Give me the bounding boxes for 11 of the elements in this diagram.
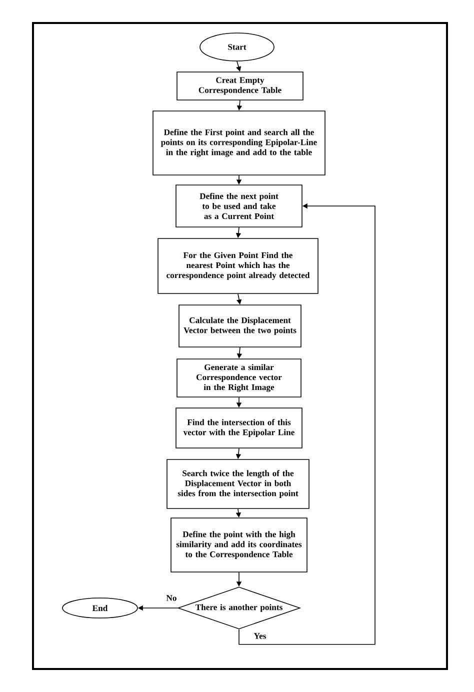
process-box: Calculate the Displacement Vector between the two points (178, 304, 302, 348)
process-box: Find the intersection of this vector with the Epipolar Line (176, 408, 302, 448)
process-box: Define the point with the high similarity and add its coordinates to the Correspondence Table (170, 518, 308, 572)
process-box: Search twice the length of the Displacement Vector in both sides from the intersection point (166, 459, 310, 509)
process-box: Creat Empty Correspondence Table (176, 72, 304, 100)
edge-label: Yes (252, 632, 268, 640)
process-box: For the Given Point Find the nearest Point which has the correspondence point already detected (158, 238, 318, 294)
process-box: Define the First point and search all the points on its corresponding Epipolar-Line in the right image and add to the table (152, 110, 326, 176)
process-box: Define the next point to be used and take as a Current Point (176, 184, 302, 228)
edge-label: No (165, 594, 178, 602)
process-box: Generate a similar Correspondence vector in the Right Image (176, 358, 302, 398)
